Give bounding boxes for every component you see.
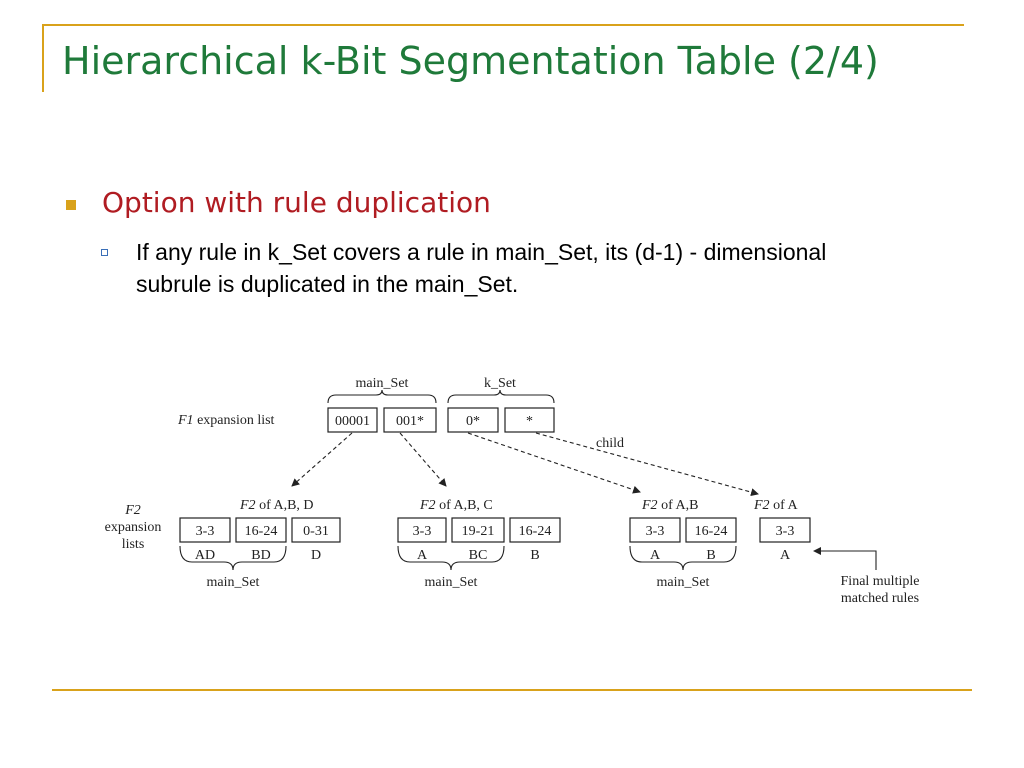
group-header: F2 of A,B, C xyxy=(419,498,493,513)
f2-cell xyxy=(397,517,447,543)
f1-cell xyxy=(327,407,378,433)
f1-cells: 00001 001* 0* * xyxy=(327,407,555,433)
f2-cell xyxy=(291,517,341,543)
f2-group-a: F2 of A 3-3 A xyxy=(753,498,811,563)
arrow-to-group-1 xyxy=(291,432,353,487)
final-rules-label: Final multiple xyxy=(841,574,920,589)
f2-cell-text: 16-24 xyxy=(245,524,278,539)
group-header: F2 of A,B, D xyxy=(239,498,314,513)
rule-label: B xyxy=(706,548,715,563)
rule-label: BC xyxy=(469,548,488,563)
slide-title: Hierarchical k-Bit Segmentation Table (2… xyxy=(62,39,879,83)
f2-cell-text: 3-3 xyxy=(646,524,665,539)
arrow-to-group-2 xyxy=(399,432,447,487)
group-header: F2 of A,B xyxy=(641,498,698,513)
rule-label: AD xyxy=(195,548,215,563)
f1-cell-text: 00001 xyxy=(335,414,370,429)
f2-cell xyxy=(759,517,811,543)
k-set-top-label: k_Set xyxy=(484,376,516,391)
rule-label: BD xyxy=(251,548,270,563)
final-rules-arrow xyxy=(813,547,877,570)
top-rule xyxy=(42,24,964,26)
f2-cell-text: 19-21 xyxy=(462,524,495,539)
f1-cell xyxy=(447,407,499,433)
f2-cell-text: 3-3 xyxy=(196,524,215,539)
rule-label: A xyxy=(417,548,428,563)
rule-label: B xyxy=(530,548,539,563)
f2-cell xyxy=(451,517,505,543)
main-set-top-label: main_Set xyxy=(356,376,409,391)
f2-group-abc: F2 of A,B, C 3-3 19-21 16-24 A BC B main… xyxy=(397,498,561,590)
main-set-label: main_Set xyxy=(425,575,478,590)
f2-cell-text: 3-3 xyxy=(776,524,795,539)
child-label: child xyxy=(596,436,624,451)
f2-group-ab: F2 of A,B 3-3 16-24 A B main_Set xyxy=(629,498,737,590)
f2-cell-text: 16-24 xyxy=(695,524,728,539)
f2-cell-text: 3-3 xyxy=(413,524,432,539)
f1-cell xyxy=(504,407,555,433)
main-set-brace xyxy=(397,545,505,571)
k-set-top-brace xyxy=(447,389,555,404)
main-set-label: main_Set xyxy=(657,575,710,590)
f2-cell xyxy=(235,517,287,543)
f2-cell-text: 16-24 xyxy=(519,524,552,539)
rule-label: A xyxy=(780,548,791,563)
f1-cell-text: 001* xyxy=(396,414,424,429)
f2-cell xyxy=(179,517,231,543)
f2-cell-text: 0-31 xyxy=(303,524,329,539)
main-set-brace xyxy=(629,545,737,571)
f2-cell xyxy=(509,517,561,543)
bottom-rule xyxy=(52,689,972,691)
bullet-heading: Option with rule duplication xyxy=(102,186,491,219)
rule-label: D xyxy=(311,548,321,563)
f1-cell-text: 0* xyxy=(466,414,480,429)
final-rules-label: matched rules xyxy=(841,591,919,606)
f2-side-label: F2 xyxy=(124,503,141,518)
f2-group-abd: F2 of A,B, D 3-3 16-24 0-31 AD BD D main… xyxy=(179,498,341,590)
main-set-top-brace xyxy=(327,389,437,404)
bullet-subtext: If any rule in k_Set covers a rule in ma… xyxy=(136,239,827,297)
hollow-square-bullet-icon xyxy=(101,249,108,256)
f2-cell xyxy=(629,517,681,543)
f2-cell xyxy=(685,517,737,543)
main-set-label: main_Set xyxy=(207,575,260,590)
f1-expansion-label: F1 expansion list xyxy=(177,413,275,428)
f1-cell xyxy=(383,407,437,433)
f2-side-label: lists xyxy=(122,537,145,552)
f2-side-label: expansion xyxy=(105,520,162,535)
left-rule xyxy=(42,24,44,92)
rule-label: A xyxy=(650,548,661,563)
f1-cell-text: * xyxy=(526,414,533,429)
arrow-to-group-3 xyxy=(467,432,641,494)
arrow-to-group-4 xyxy=(535,432,759,497)
main-set-brace xyxy=(179,545,287,571)
square-bullet-icon xyxy=(66,200,76,210)
group-header: F2 of A xyxy=(753,498,798,513)
